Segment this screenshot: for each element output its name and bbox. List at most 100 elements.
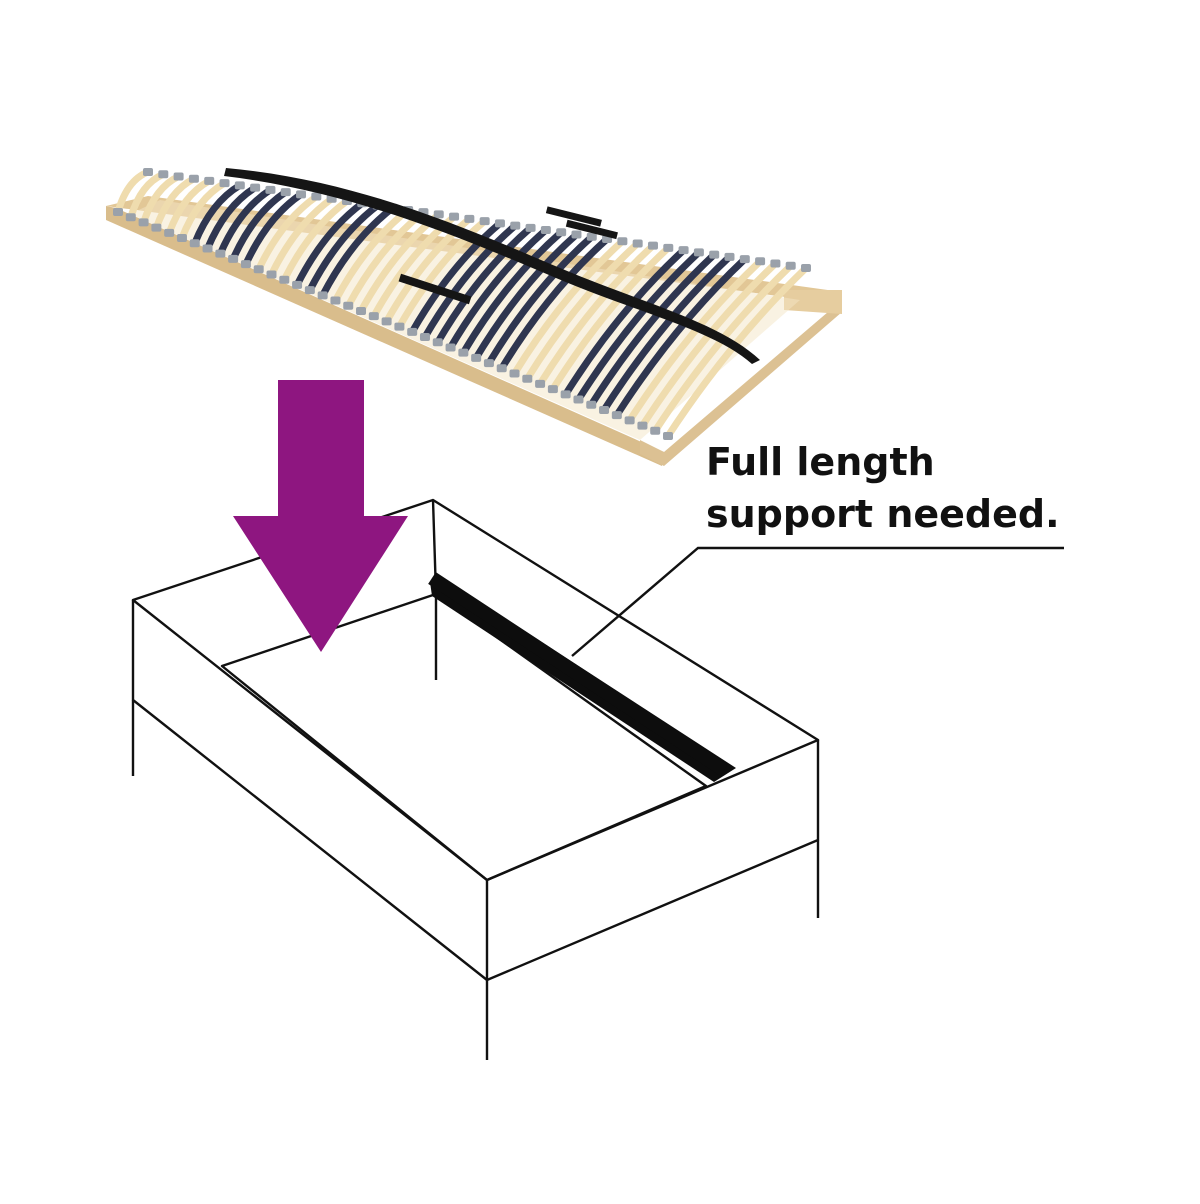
- slat: [281, 198, 349, 282]
- slat-cap: [432, 338, 443, 347]
- slat-cap: [158, 170, 169, 179]
- slat-cap: [445, 343, 456, 352]
- slatted-bed-frame: [106, 168, 842, 466]
- slat-cap: [176, 234, 187, 243]
- slat-cap: [637, 421, 648, 430]
- callout-leader-line: [571, 546, 1064, 657]
- slat-cap: [343, 301, 354, 310]
- slat-cap: [573, 395, 584, 404]
- slat-cap: [266, 270, 277, 279]
- slat: [409, 220, 503, 334]
- slat: [434, 225, 533, 344]
- down-arrow-icon: [233, 380, 408, 652]
- callout-text: Full length support needed.: [706, 436, 1060, 540]
- slat-cap: [494, 219, 505, 228]
- slat-cap: [510, 221, 521, 230]
- slat: [485, 234, 595, 365]
- slat-cap: [755, 257, 766, 266]
- callout-line-2: support needed.: [706, 492, 1060, 536]
- slat-cap: [525, 223, 536, 232]
- slat-cap: [571, 230, 582, 239]
- slat: [255, 193, 319, 271]
- slat: [293, 200, 365, 287]
- slat-cap: [202, 244, 213, 253]
- slat-cap: [173, 172, 184, 181]
- slat: [332, 207, 411, 303]
- slat-cap: [292, 280, 303, 289]
- slat-cap: [556, 228, 567, 237]
- slat-cap: [164, 228, 175, 237]
- slat: [229, 189, 288, 261]
- slat-cap: [449, 212, 460, 221]
- slat: [191, 182, 242, 245]
- slat-cap: [617, 237, 628, 246]
- slat: [306, 202, 380, 292]
- slat-cap: [215, 249, 226, 258]
- slat-cap: [381, 317, 392, 326]
- slat-cap: [647, 241, 658, 250]
- slat-cap: [240, 260, 251, 269]
- slat-cap: [280, 188, 291, 197]
- slat-cap: [693, 248, 704, 257]
- slat-cap: [296, 190, 307, 199]
- firmness-slider: [398, 273, 472, 305]
- bed-box-top-outer: [131, 498, 820, 882]
- slat-cap: [188, 174, 199, 183]
- slat: [537, 243, 656, 386]
- slat-cap: [368, 312, 379, 321]
- slat-cap: [724, 252, 735, 261]
- slat: [178, 180, 227, 240]
- slat-cap: [483, 359, 494, 368]
- slat-cap: [433, 210, 444, 219]
- slat-cap: [663, 243, 674, 252]
- slat-cap: [356, 306, 367, 315]
- slat: [588, 252, 717, 407]
- slat-cap: [228, 254, 239, 263]
- slat: [626, 258, 763, 423]
- slat-cap: [317, 291, 328, 300]
- center-straps: [224, 168, 760, 364]
- slat-cap: [234, 181, 245, 190]
- slat-cap: [632, 239, 643, 248]
- slat-cap: [265, 185, 276, 194]
- slat-cap: [650, 426, 661, 435]
- slat-cap: [394, 322, 405, 331]
- bed-box-front-left: [131, 600, 489, 982]
- slat: [217, 186, 273, 256]
- slat-cap: [304, 286, 315, 295]
- slat-cap: [330, 296, 341, 305]
- slat: [601, 254, 732, 412]
- slat-cap: [311, 192, 322, 201]
- slat-cap: [547, 385, 558, 394]
- slat-cap: [219, 179, 230, 188]
- callout-line-1: Full length: [706, 440, 935, 484]
- frame-right-end: [784, 290, 842, 314]
- slat: [613, 256, 748, 418]
- slat-cap: [586, 232, 597, 241]
- slat: [473, 231, 579, 360]
- slat-cap: [138, 218, 149, 227]
- slat-cap: [785, 261, 796, 270]
- slat-cap: [253, 265, 264, 274]
- slat-cap: [770, 259, 781, 268]
- slat: [242, 191, 304, 266]
- slat-cap: [599, 405, 610, 414]
- slat-cap: [250, 183, 261, 192]
- slat-cap: [407, 327, 418, 336]
- slat-cap: [586, 400, 597, 409]
- slat-cap: [143, 168, 153, 176]
- slat-cap: [709, 250, 720, 259]
- slat-cap: [540, 226, 551, 235]
- slat: [421, 222, 518, 339]
- center-support-beam-top: [428, 572, 728, 776]
- slat-cap: [458, 348, 469, 357]
- slat: [562, 247, 686, 397]
- slat: [319, 204, 395, 297]
- slat-cap: [125, 213, 136, 222]
- slat-cap: [739, 255, 750, 264]
- slat: [639, 261, 778, 428]
- slat: [575, 249, 702, 402]
- slat-cap: [471, 353, 482, 362]
- slat: [447, 227, 549, 350]
